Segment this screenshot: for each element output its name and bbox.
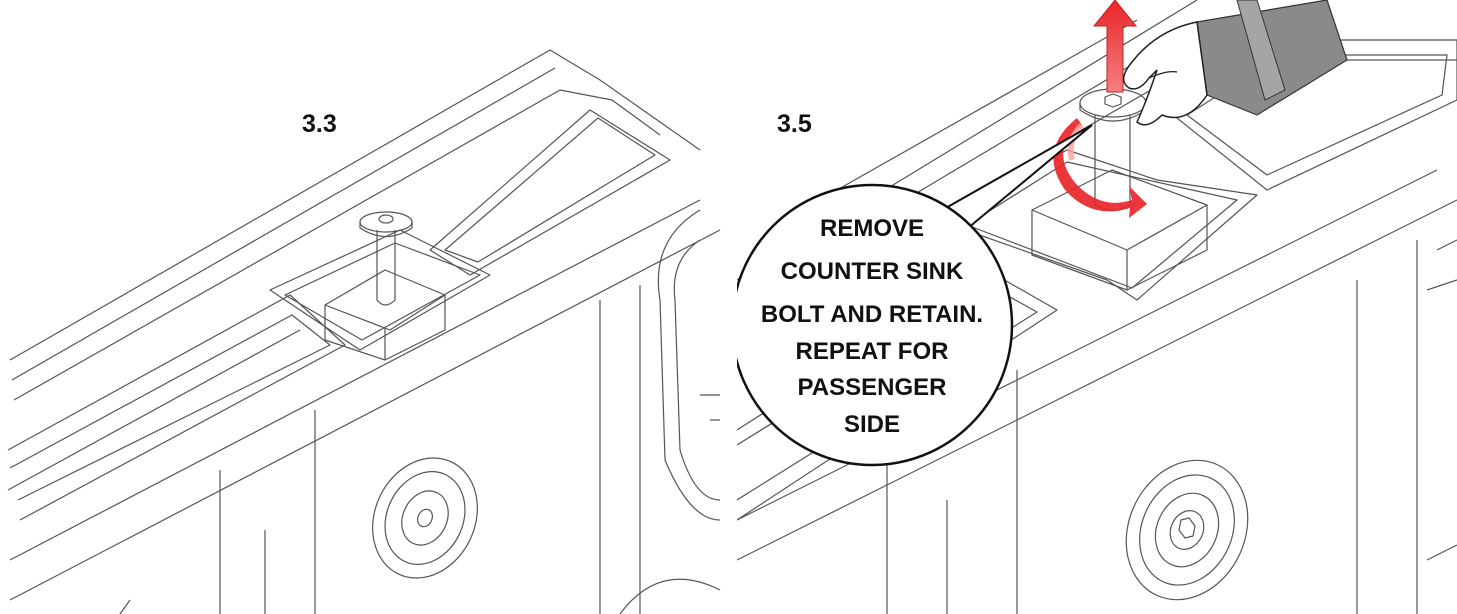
callout-line-1: REMOVE <box>819 215 924 242</box>
callout-line-4: REPEAT FOR <box>795 338 949 365</box>
callout-line-5: PASSENGER <box>797 374 947 401</box>
callout-bubble <box>737 124 1093 467</box>
step-3-3-drawing <box>7 49 721 614</box>
gloved-hand <box>1123 0 1348 126</box>
step-3-5-panel: 3.5 REMOVE COUNTER SINK BOLT AND RETAIN.… <box>737 0 1457 614</box>
red-lift-arrow <box>1092 0 1138 93</box>
callout-line-3: BOLT AND RETAIN. <box>760 301 984 328</box>
step-number-3-3: 3.3 <box>302 110 337 138</box>
callout-line-6: SIDE <box>843 411 900 438</box>
step-3-3-panel: 3.3 <box>0 0 722 614</box>
callout-line-2: COUNTER SINK <box>780 258 964 285</box>
step-number-3-5: 3.5 <box>777 110 812 138</box>
